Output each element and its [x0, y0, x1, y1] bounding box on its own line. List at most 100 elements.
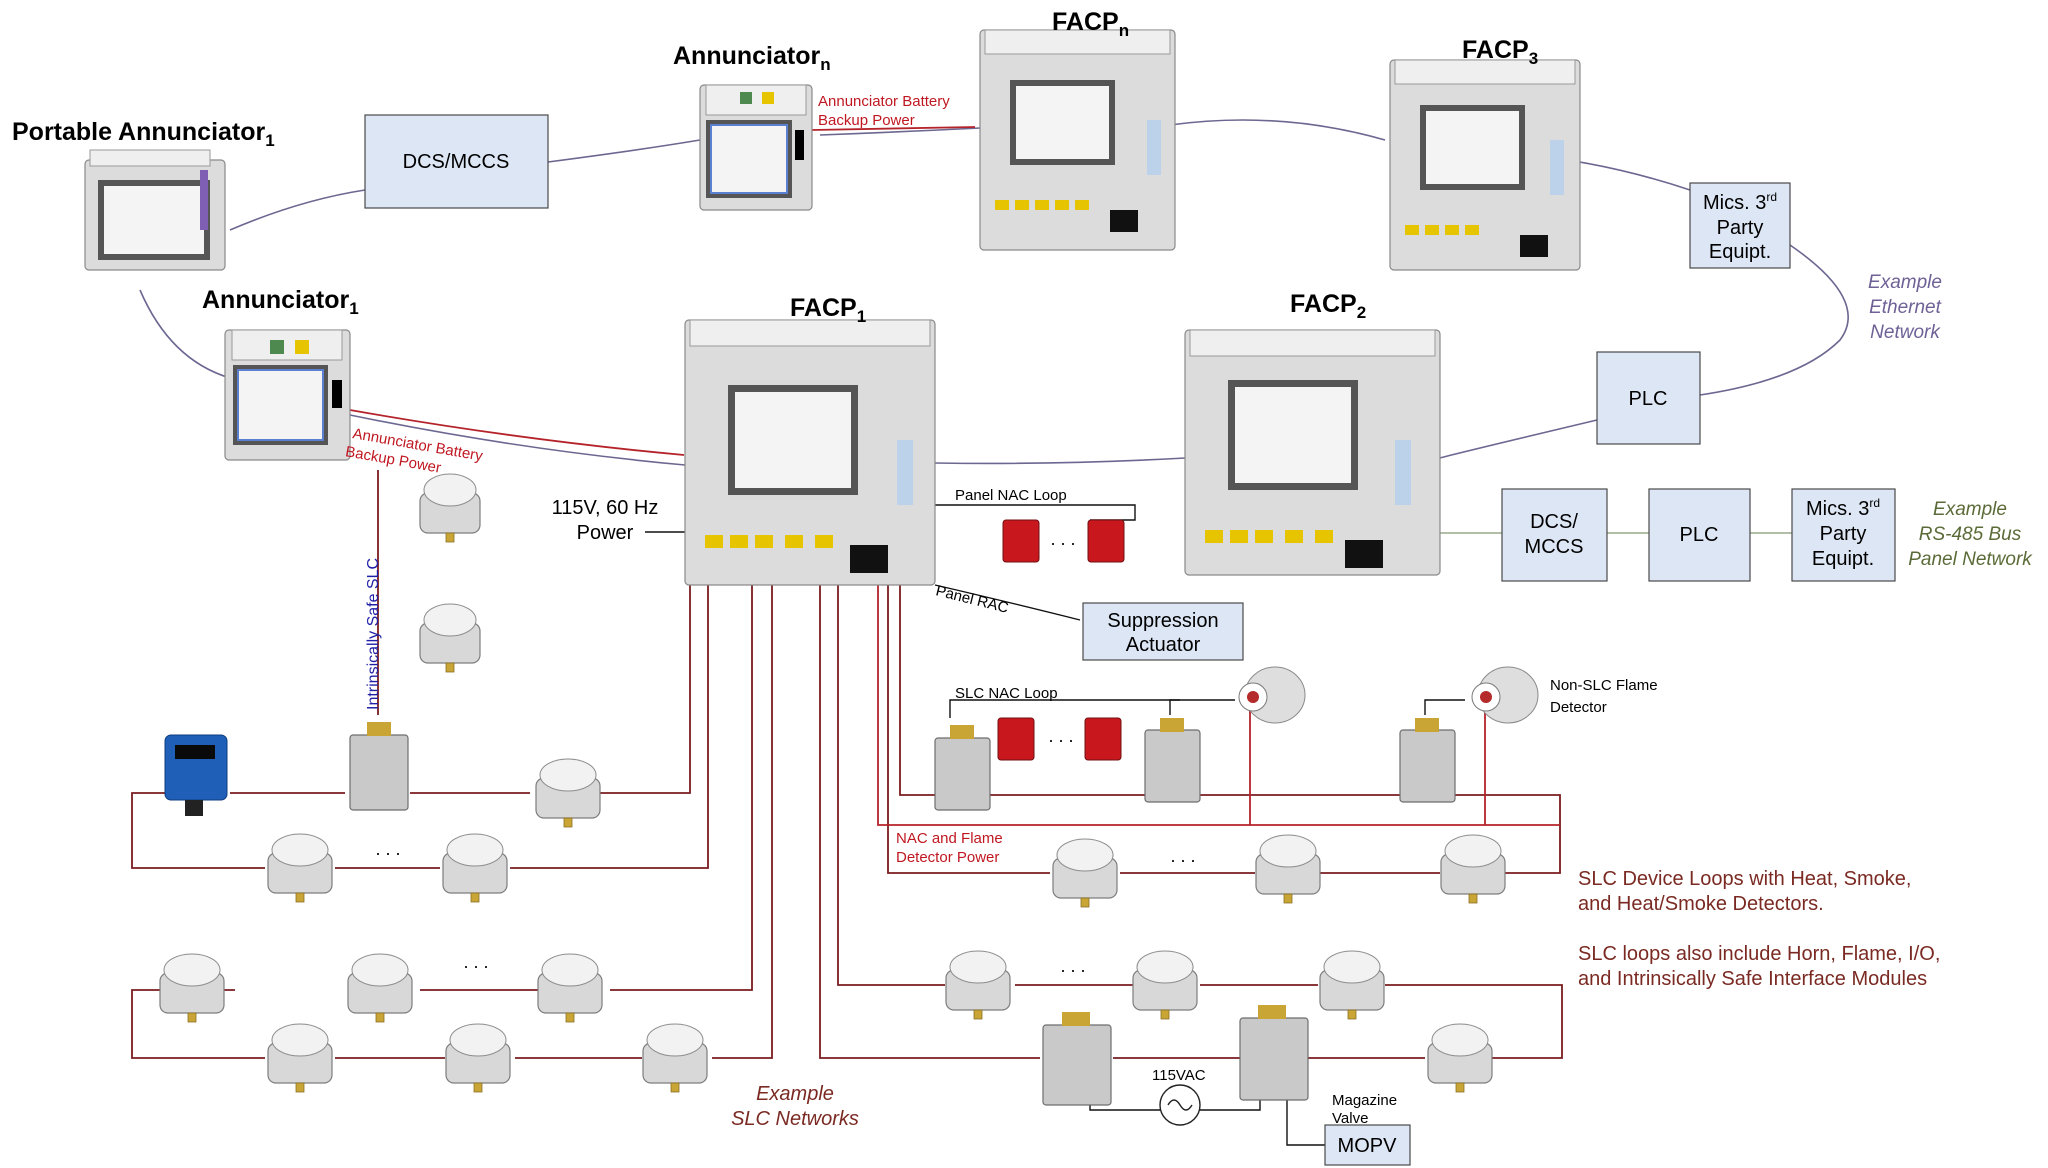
loop2-detector-e — [445, 1023, 511, 1093]
plc-bus-box: PLC — [1648, 488, 1751, 582]
loop1-detector-a — [535, 758, 601, 828]
loop3-detector-c — [1319, 950, 1385, 1020]
loop2-detector-a — [159, 953, 225, 1023]
panel-rac-label: Panel RAC — [934, 582, 1010, 616]
rs485-network-label: Example RS-485 Bus Panel Network — [1908, 499, 2033, 570]
svg-text:DCS/: DCS/ — [1530, 511, 1578, 533]
facp-1-title: FACP1 — [790, 294, 866, 326]
nac-flame-power-label-1: NAC and Flame — [896, 830, 1003, 847]
loop4-detector-b — [1255, 834, 1321, 904]
svg-text:Network: Network — [1870, 322, 1941, 343]
svg-text:DCS/MCCS: DCS/MCCS — [403, 151, 510, 173]
slc-wiring — [131, 470, 1563, 1146]
svg-text:MCCS: MCCS — [1525, 536, 1584, 558]
annunciator-1-title: Annunciator1 — [202, 286, 359, 318]
is-interface-module — [349, 734, 409, 811]
is-detector-1 — [419, 473, 481, 543]
flame-module-1 — [1144, 729, 1201, 803]
dcs-mccs-bus-box: DCS/ MCCS — [1501, 488, 1608, 582]
svg-text:Panel Network: Panel Network — [1908, 549, 2033, 570]
svg-text:RS-485 Bus: RS-485 Bus — [1919, 524, 2022, 545]
blue-flame-detector — [164, 734, 228, 816]
svg-text:and Intrinsically Safe Interfa: and Intrinsically Safe Interface Modules — [1578, 968, 1927, 990]
slc-networks-label: Example SLC Networks — [731, 1083, 859, 1130]
loop1-detector-b — [267, 833, 333, 903]
portable-annunciator-device — [84, 149, 226, 271]
annunciator-battery-top-label-1: Annunciator Battery — [818, 93, 950, 110]
is-detector-2 — [419, 603, 481, 673]
nac-flame-power-label-2: Detector Power — [896, 849, 999, 866]
detector-devices — [159, 473, 1506, 1093]
facp-2-title: FACP2 — [1290, 290, 1366, 322]
loop4-detector-a — [1052, 838, 1118, 908]
flame-detectors — [1238, 666, 1539, 724]
vac-label: 115VAC — [1152, 1067, 1206, 1084]
misc-3rd-party-top-box: Mics. 3rd Party Equipt. — [1689, 182, 1791, 269]
ac-source — [1159, 1084, 1201, 1126]
loop3-detector-d — [1427, 1023, 1493, 1093]
svg-text:Mics. 3rd: Mics. 3rd — [1806, 496, 1880, 520]
loop2-detector-d — [267, 1023, 333, 1093]
ellipsis-3: . . . — [375, 839, 400, 859]
intrinsically-safe-slc-label: Intrinsically Safe SLC — [365, 558, 382, 710]
svg-text:Party: Party — [1820, 523, 1867, 545]
ethernet-network-label: Example Ethernet Network — [1868, 272, 1942, 343]
svg-text:PLC: PLC — [1680, 524, 1719, 546]
svg-text:Suppression: Suppression — [1107, 610, 1218, 632]
facp-1-panel — [684, 319, 936, 586]
annunciator-battery-left-label: Annunciator Battery Backup Power — [344, 425, 484, 477]
slc-notes: SLC Device Loops with Heat, Smoke, and H… — [1578, 868, 1940, 990]
flame-module-2 — [1399, 729, 1456, 803]
svg-text:SLC Networks: SLC Networks — [731, 1108, 859, 1130]
svg-text:SLC loops also include Horn, F: SLC loops also include Horn, Flame, I/O, — [1578, 943, 1940, 965]
mopv-module-1 — [1042, 1024, 1112, 1106]
svg-text:Example: Example — [1933, 499, 2007, 520]
magazine-valve-label-1: Magazine — [1332, 1092, 1397, 1109]
loop2-detector-c — [537, 953, 603, 1023]
facp-2-panel — [1184, 329, 1441, 576]
loop3-detector-b — [1132, 950, 1198, 1020]
annunciator-n-device — [699, 84, 813, 211]
facp-3-title: FACP3 — [1462, 36, 1538, 68]
panel-nac-loop-label: Panel NAC Loop — [955, 487, 1067, 504]
annunciator-1-device — [224, 329, 351, 461]
interface-modules — [349, 718, 1456, 1106]
power-label-2: Power — [577, 522, 634, 544]
ellipsis-4: . . . — [1170, 846, 1195, 866]
ellipsis-5: . . . — [463, 952, 488, 972]
annunciator-battery-top-label-2: Backup Power — [818, 112, 915, 129]
loop3-detector-a — [945, 950, 1011, 1020]
loop2-detector-b — [347, 953, 413, 1023]
svg-text:SLC Device Loops with Heat, Sm: SLC Device Loops with Heat, Smoke, — [1578, 868, 1912, 890]
svg-text:Example: Example — [756, 1083, 834, 1105]
loop4-detector-c — [1440, 834, 1506, 904]
plc-ethernet-box: PLC — [1596, 351, 1701, 445]
svg-text:MOPV: MOPV — [1338, 1135, 1398, 1157]
facp-n-title: FACPn — [1052, 8, 1129, 40]
nac-strobes — [997, 519, 1125, 761]
non-slc-flame-label-2: Detector — [1550, 699, 1607, 716]
slc-nac-loop-label: SLC NAC Loop — [955, 685, 1058, 702]
svg-text:Party: Party — [1717, 217, 1764, 239]
slc-nac-module — [934, 737, 991, 811]
facp-n-panel — [979, 29, 1176, 251]
facp-3-panel — [1389, 59, 1581, 271]
mopv-box: MOPV — [1324, 1124, 1411, 1166]
loop2-detector-f — [642, 1023, 708, 1093]
mopv-module-2 — [1239, 1017, 1309, 1101]
ellipsis-1: . . . — [1050, 529, 1075, 549]
svg-text:Actuator: Actuator — [1126, 634, 1201, 656]
portable-annunciator-title: Portable Annunciator1 — [12, 118, 275, 150]
loop1-detector-c — [442, 833, 508, 903]
svg-text:Equipt.: Equipt. — [1709, 241, 1771, 263]
svg-text:PLC: PLC — [1629, 388, 1668, 410]
battery-backup-lines — [349, 126, 976, 456]
misc-3rd-party-bus-box: Mics. 3rd Party Equipt. — [1791, 488, 1896, 582]
svg-text:Ethernet: Ethernet — [1869, 297, 1942, 318]
ellipsis-2: . . . — [1048, 726, 1073, 746]
svg-text:Mics. 3rd: Mics. 3rd — [1703, 190, 1777, 214]
annunciator-n-title: Annunciatorn — [673, 42, 831, 74]
power-label-1: 115V, 60 Hz — [552, 497, 659, 519]
svg-text:and Heat/Smoke Detectors.: and Heat/Smoke Detectors. — [1578, 893, 1824, 915]
